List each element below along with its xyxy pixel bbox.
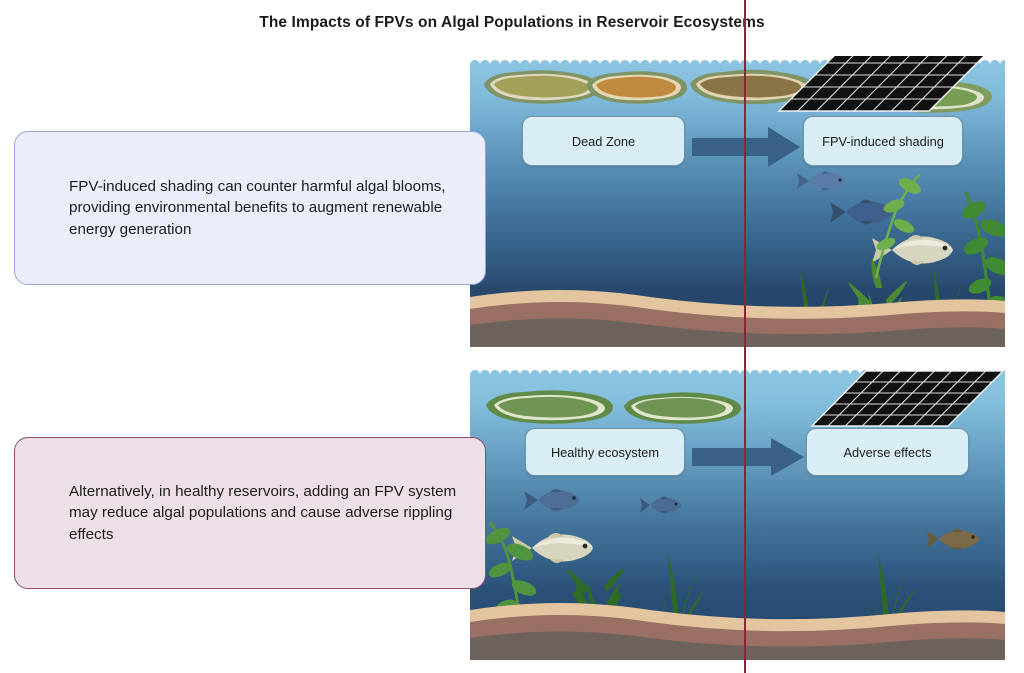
fish-icon (522, 486, 582, 514)
scene-panel-bottom: Healthy ecosystem Adverse effects (470, 366, 1005, 660)
water-surface-top (470, 56, 1005, 65)
scene-panel-top: Dead Zone FPV-induced shading (470, 56, 1005, 347)
algal-bloom-patch (480, 386, 620, 428)
right-arrow-icon (692, 438, 804, 476)
sediment-layers (470, 588, 1005, 660)
state-box-dead-zone[interactable]: Dead Zone (522, 116, 685, 166)
vertical-divider-line (744, 0, 747, 673)
callout-top-text: FPV-induced shading can counter harmful … (69, 177, 446, 238)
algal-bloom-patch (476, 64, 606, 110)
state-box-adverse-effects[interactable]: Adverse effects (806, 428, 969, 476)
state-box-fpv-shading[interactable]: FPV-induced shading (803, 116, 963, 166)
water-surface-bottom (470, 366, 1005, 375)
solar-panel-icon (777, 56, 992, 119)
algal-bloom-patch (580, 66, 692, 110)
fish-icon (795, 168, 847, 194)
sediment-layers (470, 279, 1005, 347)
callout-box-bottom: Alternatively, in healthy reservoirs, ad… (14, 437, 486, 589)
algal-bloom-patch (682, 63, 822, 111)
callout-box-top: FPV-induced shading can counter harmful … (14, 131, 486, 285)
figure-title: The Impacts of FPVs on Algal Populations… (259, 14, 765, 31)
fish-icon (638, 494, 682, 516)
solar-panel-icon (810, 369, 1005, 433)
callout-bottom-text: Alternatively, in healthy reservoirs, ad… (69, 482, 457, 543)
state-box-healthy-ecosystem[interactable]: Healthy ecosystem (525, 428, 685, 476)
algal-bloom-patch (618, 388, 748, 428)
fish-icon (925, 526, 981, 552)
aquatic-plant-icon (868, 168, 932, 279)
